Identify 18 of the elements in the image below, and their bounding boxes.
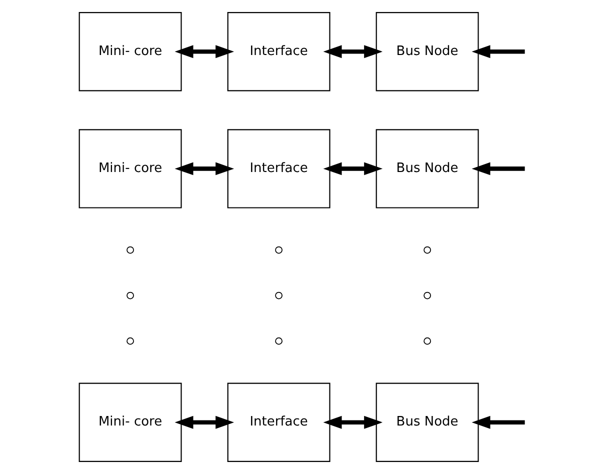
arrow [323,162,383,176]
node-box: Mini- core [78,12,182,92]
arrow [472,416,525,429]
arrow [174,416,234,429]
arrow [472,45,525,58]
node-box: Bus Node [376,12,479,92]
arrow [323,45,383,58]
node-box: Interface [227,12,330,92]
node-box: Interface [227,382,330,462]
arrow [323,416,383,429]
node-box: Interface [227,129,330,208]
node-box: Bus Node [376,382,479,462]
arrow [174,45,234,58]
arrow [174,162,234,176]
node-box: Bus Node [376,129,479,208]
node-box: Mini- core [78,129,182,208]
arrow [472,162,525,176]
node-box: Mini- core [78,382,182,462]
